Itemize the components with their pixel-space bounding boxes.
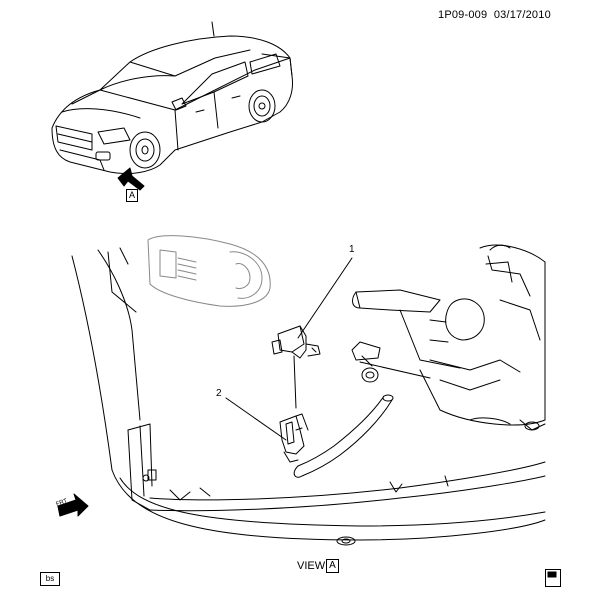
part-2-clip [279, 413, 309, 463]
doc-number: 1P09-009 [438, 9, 488, 21]
part-1-connector [271, 325, 321, 409]
view-arrow-letter: A [126, 189, 138, 202]
view-letter: A [326, 559, 339, 573]
front-arrow-icon [57, 493, 89, 517]
callout-2: 2 [216, 388, 222, 399]
doc-date: 03/17/2010 [493, 9, 551, 21]
bs-tag: bs [40, 572, 60, 586]
view-label: VIEW [297, 560, 326, 572]
parts-table-icon [545, 569, 561, 587]
callout-1: 1 [349, 244, 355, 255]
leader-line-2 [225, 397, 287, 441]
view-arrow-icon [117, 167, 145, 191]
vehicle-icon [51, 21, 293, 175]
detail-view [71, 235, 546, 546]
document-id: 1P09-009 03/17/2010 [438, 9, 551, 21]
parts-table-icon-graphic [547, 571, 557, 578]
leader-line-1 [297, 257, 353, 339]
